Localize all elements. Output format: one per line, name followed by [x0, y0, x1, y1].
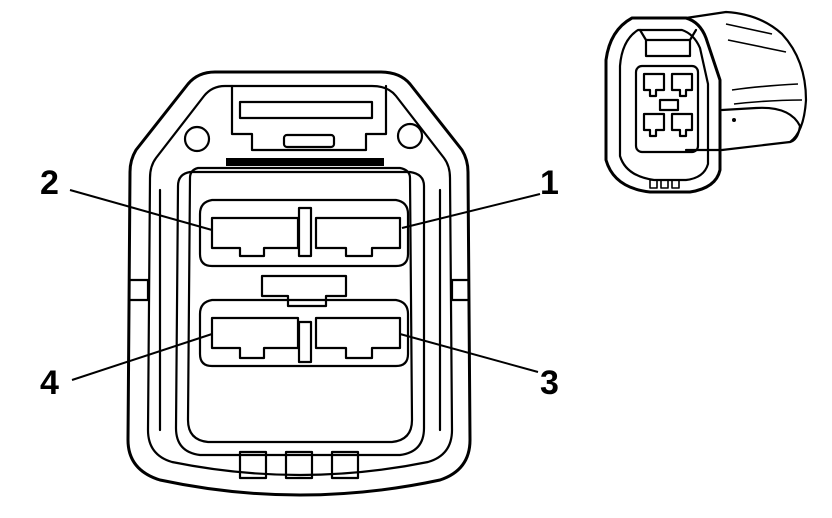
leader-line-2 — [69, 189, 213, 231]
left-hole — [183, 125, 211, 153]
left-bump — [128, 278, 150, 302]
iso-lower-terminals — [642, 112, 694, 138]
iso-center-key — [658, 98, 680, 112]
center-key — [260, 274, 348, 308]
pin-label-1: 1 — [540, 164, 559, 202]
iso-top-latch — [638, 28, 698, 58]
bottom-window-2 — [284, 450, 314, 480]
pin-label-4: 4 — [40, 364, 59, 402]
inner-cavity — [186, 166, 414, 444]
cavity-outline — [174, 170, 426, 457]
bottom-window-1 — [238, 450, 268, 480]
iso-face-outer — [604, 16, 722, 194]
pin-2-cavity — [210, 216, 300, 258]
right-bump — [450, 278, 470, 302]
connector-isometric-view — [604, 10, 808, 194]
bottom-window-3 — [330, 450, 360, 480]
top-slot — [238, 100, 374, 120]
right-hole — [396, 122, 424, 150]
iso-dot — [732, 118, 736, 122]
pin-4-cavity — [210, 316, 300, 360]
pin-labels: 1 2 3 4 — [40, 164, 559, 402]
iso-window-3 — [671, 179, 680, 189]
upper-divider — [297, 206, 313, 258]
pin-3-cavity — [314, 316, 402, 360]
pin-1-cavity — [314, 216, 402, 258]
connector-face-view — [126, 70, 472, 497]
iso-face-inner — [618, 28, 710, 182]
leader-line-4 — [71, 333, 213, 381]
iso-upper-terminals — [642, 72, 694, 98]
lower-divider — [297, 320, 313, 364]
leader-lines — [69, 189, 541, 381]
upper-housing — [198, 198, 410, 268]
iso-lower-flap — [720, 106, 802, 144]
leader-line-1 — [401, 193, 541, 229]
iso-body-ridges — [725, 23, 803, 105]
pin-label-2: 2 — [40, 164, 59, 202]
top-bar — [226, 158, 384, 166]
inner-shell — [146, 84, 454, 477]
top-latch — [230, 84, 388, 152]
leader-line-3 — [399, 333, 539, 373]
center-slot — [282, 133, 336, 149]
outer-shell — [126, 70, 472, 497]
iso-window-2 — [660, 179, 669, 189]
iso-window-1 — [649, 179, 658, 189]
iso-terminal-block — [634, 64, 700, 154]
pin-label-3: 3 — [540, 364, 559, 402]
lower-housing — [198, 298, 410, 368]
